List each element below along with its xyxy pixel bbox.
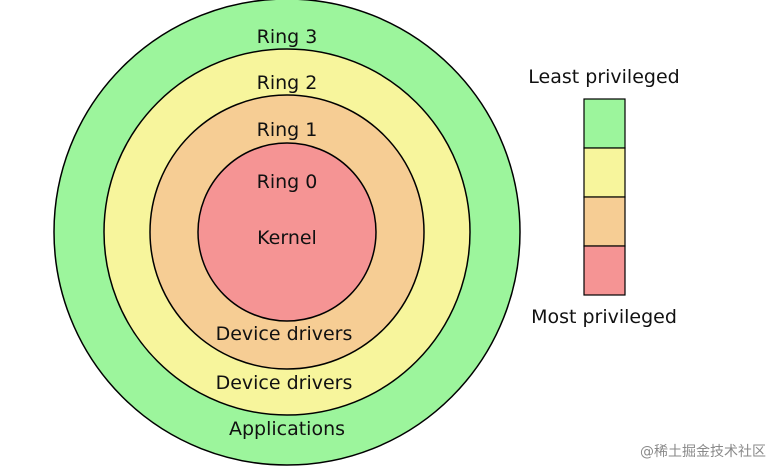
legend-top-label: Least privileged: [528, 66, 679, 88]
ring-0-circle: [197, 142, 377, 322]
kernel-label: Kernel: [257, 227, 317, 249]
ring-0-label: Ring 0: [257, 171, 318, 193]
ring-3-content-label: Applications: [229, 418, 345, 440]
privilege-legend: Least privileged Most privileged: [528, 66, 679, 328]
legend-swatch-most: [583, 245, 626, 296]
ring-labels: Ring 3 Ring 2 Ring 1 Ring 0: [257, 26, 318, 193]
legend-bottom-label: Most privileged: [531, 306, 677, 328]
ring-3-label: Ring 3: [257, 26, 318, 48]
ring-2-label: Ring 2: [257, 72, 318, 94]
legend-swatch-high: [583, 196, 626, 247]
ring-1-label: Ring 1: [257, 119, 318, 141]
legend-swatch-low: [583, 147, 626, 198]
ring-2-content-label: Device drivers: [216, 372, 353, 394]
rings-group: [53, 0, 521, 466]
ring-1-content-label: Device drivers: [216, 323, 353, 345]
legend-swatch-least: [583, 98, 626, 149]
ring-content-labels: Kernel Device drivers Device drivers App…: [216, 227, 353, 440]
site-watermark: @稀土掘金技术社区: [640, 444, 766, 460]
